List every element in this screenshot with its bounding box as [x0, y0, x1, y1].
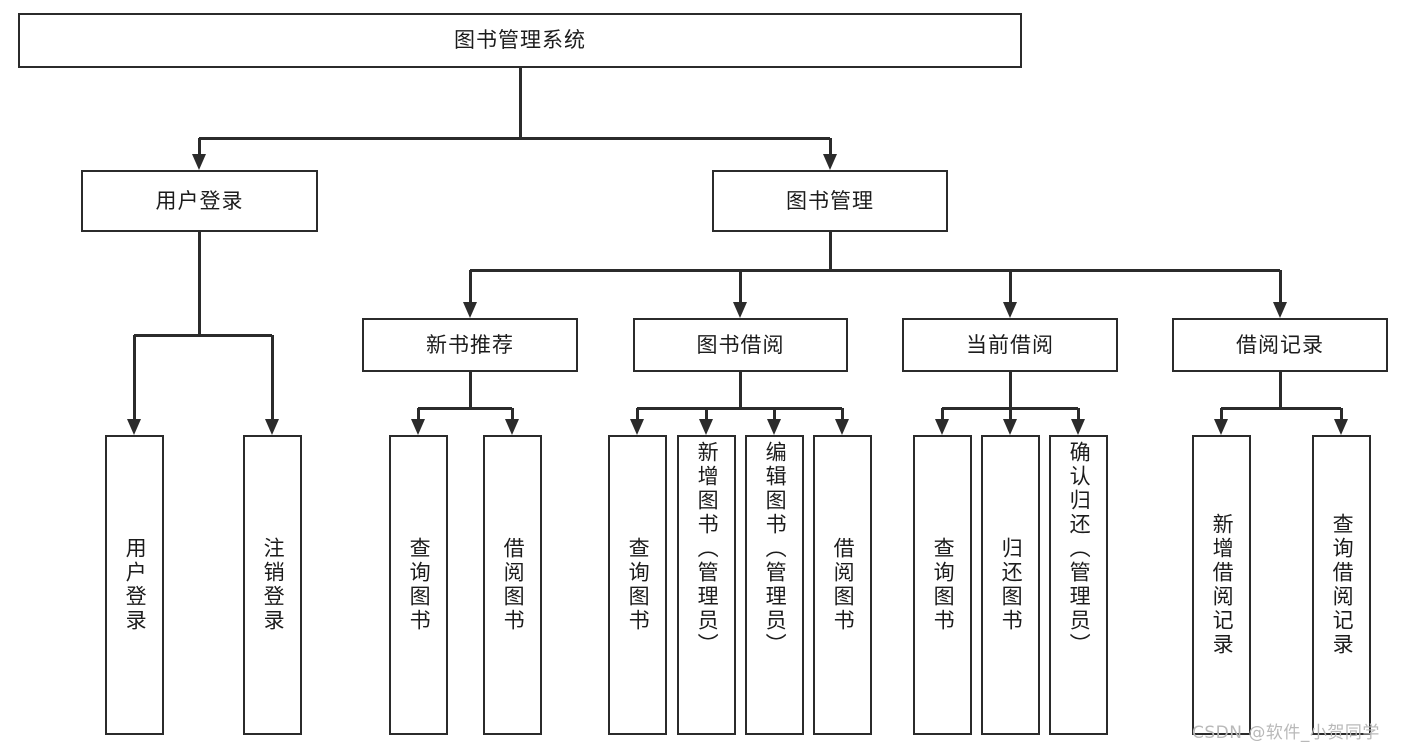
connector-vertical — [1008, 372, 1012, 408]
connector-vertical — [1278, 270, 1282, 302]
leaf-node-label: 新增借阅记录 — [1210, 513, 1235, 657]
arrowhead-icon — [1214, 419, 1228, 435]
leaf-node-label: 新增图书（管理员） — [695, 441, 720, 657]
connector-vertical — [738, 372, 742, 408]
arrowhead-icon — [699, 419, 713, 435]
arrowhead-icon — [463, 302, 477, 318]
connector-vertical — [828, 138, 832, 154]
arrowhead-icon — [733, 302, 747, 318]
node-label: 图书管理系统 — [454, 28, 586, 53]
arrowhead-icon — [835, 419, 849, 435]
connector-vertical — [828, 232, 832, 270]
connector-horizontal — [1221, 406, 1341, 410]
leaf-node-label: 借阅图书 — [831, 537, 856, 633]
leaf-node-label: 注销登录 — [261, 537, 286, 633]
connector-vertical — [704, 408, 708, 419]
connector-vertical — [738, 270, 742, 302]
connector-vertical — [468, 372, 472, 408]
leaf-node-label: 查询图书 — [626, 537, 651, 633]
node-label: 借阅记录 — [1236, 332, 1324, 357]
connector-vertical — [1339, 408, 1343, 419]
arrowhead-icon — [630, 419, 644, 435]
connector-vertical — [132, 335, 136, 419]
leaf-node-label: 归还图书 — [999, 537, 1024, 633]
leaf-node[interactable]: 借阅图书 — [813, 435, 872, 735]
node-label: 当前借阅 — [966, 332, 1054, 357]
node-current-borrow[interactable]: 当前借阅 — [902, 318, 1118, 372]
node-book-borrow[interactable]: 图书借阅 — [633, 318, 848, 372]
node-book-management-system[interactable]: 图书管理系统 — [18, 13, 1022, 68]
connector-vertical — [940, 408, 944, 419]
arrowhead-icon — [192, 154, 206, 170]
connector-vertical — [1278, 372, 1282, 408]
node-label: 图书管理 — [786, 188, 874, 213]
leaf-node-label: 查询图书 — [931, 537, 956, 633]
node-label: 图书借阅 — [696, 332, 785, 357]
arrowhead-icon — [935, 419, 949, 435]
leaf-node[interactable]: 用户登录 — [105, 435, 164, 735]
arrowhead-icon — [127, 419, 141, 435]
leaf-node-label: 确认归还（管理员） — [1067, 441, 1092, 657]
leaf-node-label: 借阅图书 — [501, 537, 526, 633]
arrowhead-icon — [1273, 302, 1287, 318]
leaf-node[interactable]: 新增图书（管理员） — [677, 435, 736, 735]
arrowhead-icon — [411, 419, 425, 435]
arrowhead-icon — [1003, 419, 1017, 435]
connector-vertical — [1076, 408, 1080, 419]
leaf-node[interactable]: 查询图书 — [913, 435, 972, 735]
leaf-node-label: 查询图书 — [407, 537, 432, 633]
node-book-management[interactable]: 图书管理 — [712, 170, 948, 232]
connector-horizontal — [418, 406, 512, 410]
leaf-node[interactable]: 注销登录 — [243, 435, 302, 735]
connector-vertical — [1008, 270, 1012, 302]
leaf-node[interactable]: 查询借阅记录 — [1312, 435, 1371, 735]
node-label: 用户登录 — [155, 188, 244, 213]
leaf-node[interactable]: 新增借阅记录 — [1192, 435, 1251, 735]
arrowhead-icon — [265, 419, 279, 435]
arrowhead-icon — [1334, 419, 1348, 435]
connector-horizontal — [470, 268, 1280, 272]
arrowhead-icon — [505, 419, 519, 435]
leaf-node[interactable]: 查询图书 — [608, 435, 667, 735]
connector-vertical — [772, 408, 776, 419]
connector-vertical — [840, 408, 844, 419]
connector-vertical — [197, 232, 201, 335]
connector-vertical — [1008, 408, 1012, 419]
connector-horizontal — [199, 136, 830, 140]
node-label: 新书推荐 — [426, 332, 514, 357]
arrowhead-icon — [1071, 419, 1085, 435]
leaf-node[interactable]: 确认归还（管理员） — [1049, 435, 1108, 735]
connector-vertical — [468, 270, 472, 302]
connector-vertical — [635, 408, 639, 419]
leaf-node[interactable]: 归还图书 — [981, 435, 1040, 735]
arrowhead-icon — [823, 154, 837, 170]
arrowhead-icon — [767, 419, 781, 435]
node-new-book-recommend[interactable]: 新书推荐 — [362, 318, 578, 372]
connector-vertical — [197, 138, 201, 154]
leaf-node-label: 用户登录 — [123, 537, 148, 633]
node-user-login[interactable]: 用户登录 — [81, 170, 318, 232]
leaf-node[interactable]: 查询图书 — [389, 435, 448, 735]
connector-vertical — [1219, 408, 1223, 419]
leaf-node[interactable]: 借阅图书 — [483, 435, 542, 735]
connector-vertical — [510, 408, 514, 419]
connector-horizontal — [134, 333, 272, 337]
connector-vertical — [518, 68, 522, 138]
leaf-node-label: 编辑图书（管理员） — [763, 441, 788, 657]
node-borrow-record[interactable]: 借阅记录 — [1172, 318, 1388, 372]
leaf-node-label: 查询借阅记录 — [1330, 513, 1355, 657]
leaf-node[interactable]: 编辑图书（管理员） — [745, 435, 804, 735]
connector-vertical — [416, 408, 420, 419]
connector-vertical — [270, 335, 274, 419]
arrowhead-icon — [1003, 302, 1017, 318]
connector-horizontal — [637, 406, 842, 410]
